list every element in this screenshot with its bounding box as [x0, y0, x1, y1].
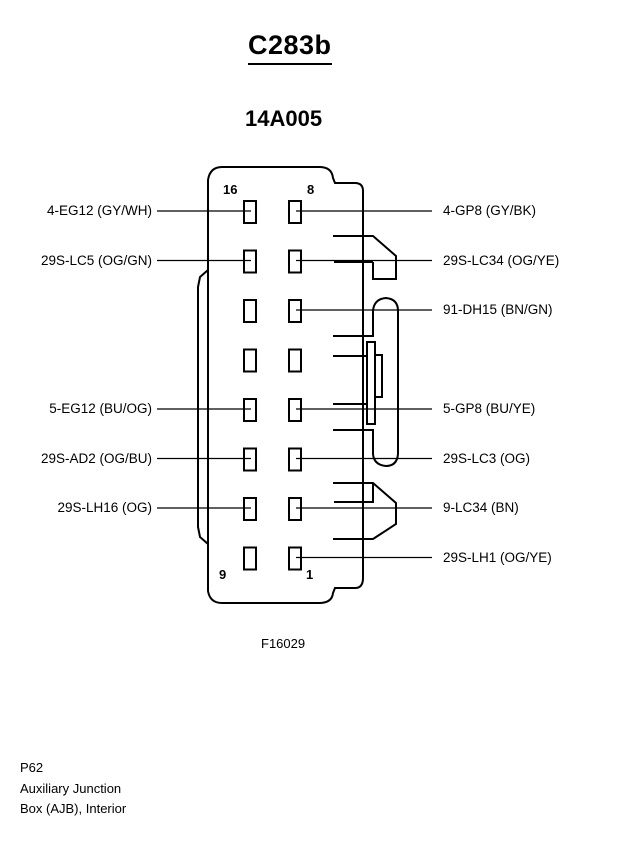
pin-cavities: [243, 200, 302, 571]
right-wire-label: 5-GP8 (BU/YE): [443, 401, 536, 416]
pin-cavity: [288, 447, 302, 472]
pin-cavity: [288, 398, 302, 422]
figure-id: F16029: [261, 636, 306, 651]
right-wire-label: 9-LC34 (BN): [443, 500, 519, 515]
pin-number-bottom-right: 1: [306, 567, 314, 582]
left-wire-label: 4-EG12 (GY/WH): [46, 203, 152, 218]
pin-cavity: [243, 546, 257, 571]
pin-cavity: [288, 546, 302, 571]
left-latch-rail: [197, 269, 209, 545]
right-wire-label: 29S-LH1 (OG/YE): [443, 549, 552, 565]
right-wire-label: 29S-LC3 (OG): [443, 450, 531, 466]
pin-cavity: [243, 299, 257, 323]
pin-number-top-right: 8: [307, 182, 315, 197]
upper-key: [333, 235, 397, 280]
pin-cavity: [243, 200, 257, 224]
right-wire-label: 91-DH15 (BN/GN): [443, 302, 553, 317]
left-wire-label: 5-EG12 (BU/OG): [49, 401, 152, 416]
pin-cavity: [243, 398, 257, 422]
left-wire-label: 29S-AD2 (OG/BU): [40, 450, 152, 466]
left-wire-label: 29S-LH16 (OG): [57, 500, 152, 515]
latch-loop: [333, 296, 399, 468]
pin-cavity: [243, 447, 257, 472]
right-wire-label: 29S-LC34 (OG/YE): [443, 252, 560, 268]
pin-cavity: [288, 497, 302, 521]
pin-number-top-left: 16: [223, 182, 238, 197]
right-wire-label: 4-GP8 (GY/BK): [443, 203, 537, 218]
pin-cavity: [288, 299, 302, 323]
note-line-1: Auxiliary Junction: [20, 781, 122, 796]
pin-cavity: [243, 249, 257, 274]
pin-cavity: [288, 249, 302, 274]
connector-housing: [207, 166, 364, 604]
pin-cavity: [288, 200, 302, 224]
note-code: P62: [20, 760, 44, 775]
note-line-2: Box (AJB), Interior: [20, 801, 127, 816]
right-wire-labels: 4-GP8 (GY/BK) 29S-LC34 (OG/YE) 91-DH15 (BN…: [443, 0, 624, 848]
wire-leaders: [157, 210, 432, 559]
lower-key: [333, 482, 397, 540]
left-wire-label: 29S-LC5 (OG/GN): [40, 252, 152, 268]
pin-cavity: [288, 348, 302, 373]
connector-title: C283b: [248, 28, 332, 65]
pin-number-bottom-left: 9: [219, 567, 227, 582]
pin-cavity: [243, 497, 257, 521]
left-wire-labels: 4-EG12 (GY/WH) 29S-LC5 (OG/GN) 5-EG12 (BU/…: [0, 0, 152, 848]
latch-block: [333, 355, 368, 405]
pin-cavity: [243, 348, 257, 373]
part-number: 14A005: [245, 106, 323, 131]
